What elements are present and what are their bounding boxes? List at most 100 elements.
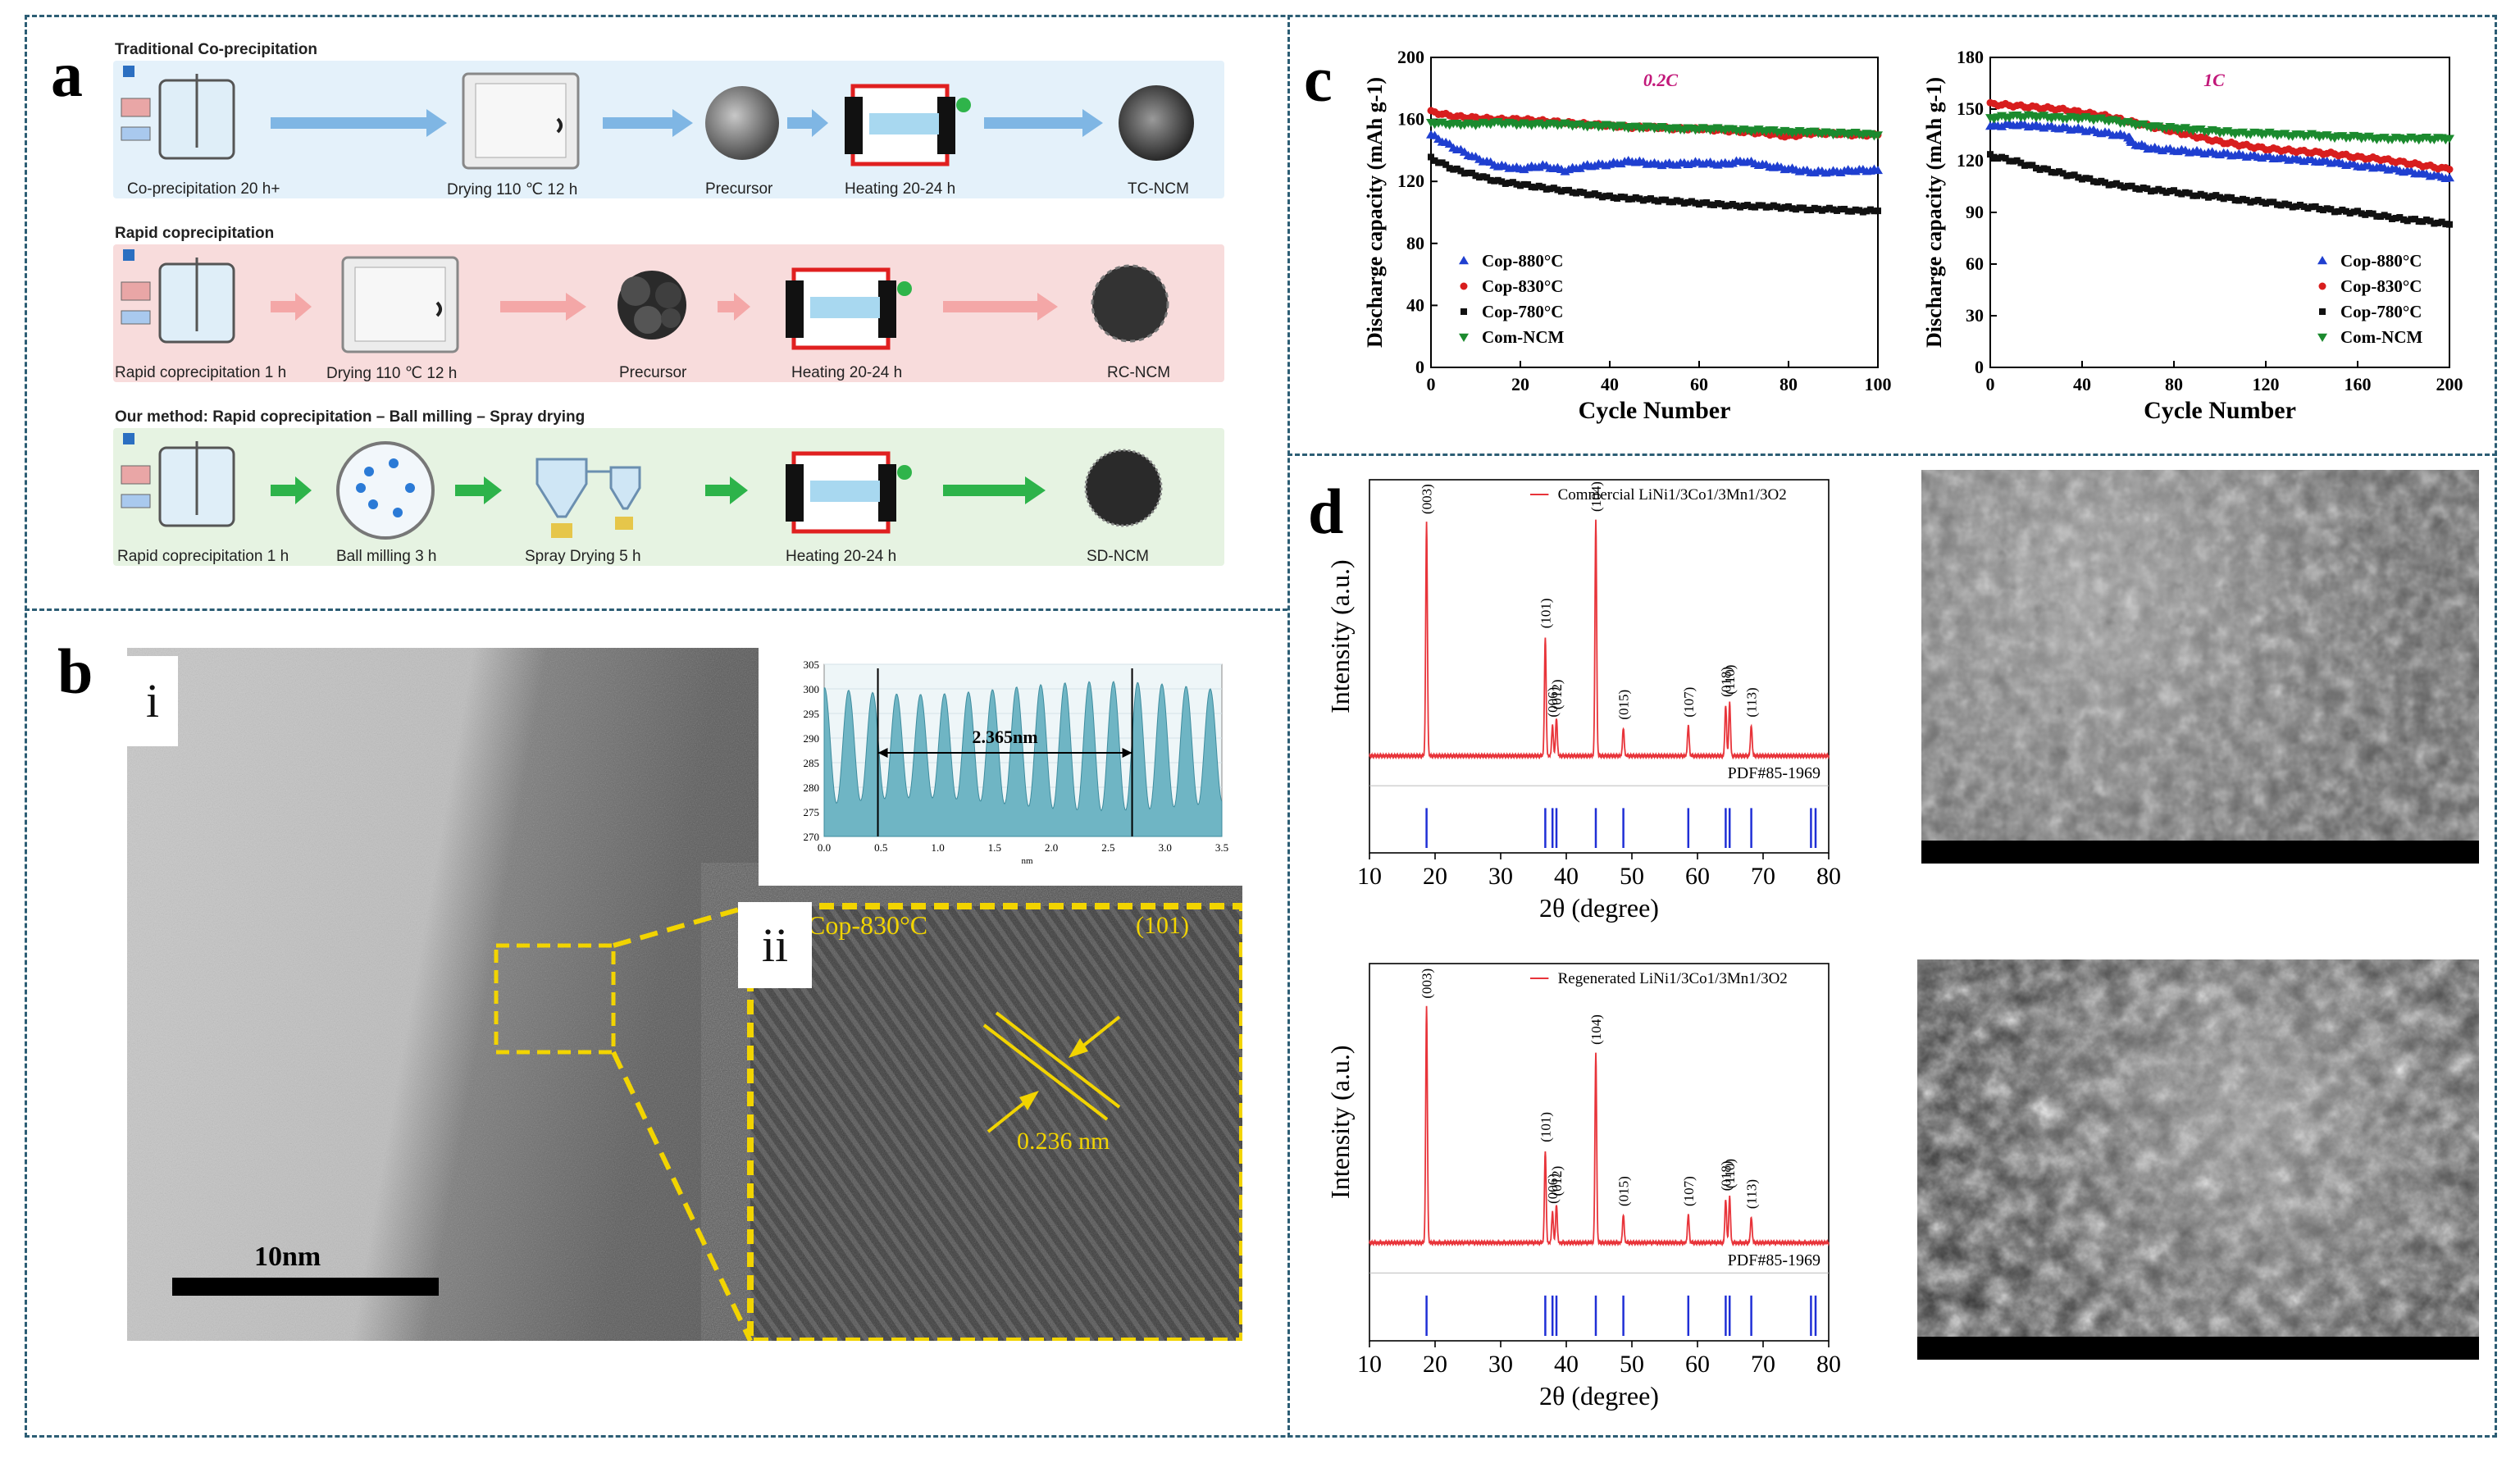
row-title-our-method: Our method: Rapid coprecipitation – Ball… (115, 408, 586, 426)
y-tick-label: 60 (1966, 253, 1984, 274)
data-point (2408, 216, 2415, 223)
data-point (1442, 161, 1450, 168)
data-point (1777, 205, 1784, 212)
data-point (1498, 178, 1506, 185)
data-point (1569, 189, 1576, 196)
data-point (2231, 197, 2239, 204)
data-point (1614, 194, 1621, 202)
legend-entry: Cop-880°C (2340, 251, 2422, 271)
data-point (1573, 189, 1580, 197)
x-tick-label: 30 (1488, 1351, 1513, 1378)
data-point (1465, 169, 1472, 176)
y-tick-label: 0 (1415, 357, 1424, 377)
data-point (1740, 203, 1748, 210)
data-point (2423, 216, 2430, 224)
spray-dryer-icon (535, 458, 641, 538)
x-tick-label: 30 (1488, 863, 1513, 890)
data-point (2205, 194, 2212, 201)
data-point (1673, 197, 1680, 204)
data-point (1997, 121, 2007, 130)
data-point (1532, 184, 1539, 191)
data-point (2220, 195, 2227, 203)
furnace-icon-row1 (845, 84, 971, 166)
data-point (2339, 206, 2346, 213)
data-point (2400, 216, 2407, 223)
data-point (2343, 207, 2349, 215)
furnace-icon-row3 (786, 451, 912, 534)
data-point (2392, 215, 2399, 222)
peak-label: (003) (1419, 484, 1435, 514)
x-axis-label: 2θ (degree) (1539, 1381, 1659, 1411)
x-tick-label: 0 (1427, 374, 1436, 394)
data-point (1998, 153, 2005, 161)
data-point (2224, 194, 2231, 201)
data-point (1643, 196, 1651, 203)
arrows-row1 (271, 109, 1103, 137)
data-point (2331, 208, 2338, 216)
y-axis-label: Discharge capacity (mAh g-1) (1363, 77, 1387, 348)
data-point (1560, 166, 1570, 175)
panel-label-b: b (57, 636, 93, 707)
data-point (2280, 130, 2290, 139)
profile-x-tick: 0.5 (874, 841, 887, 854)
data-point (1759, 202, 1766, 209)
profile-x-tick: 0.0 (818, 841, 831, 854)
data-point (2109, 180, 2117, 188)
data-point (1766, 203, 1774, 211)
data-point (1692, 199, 1699, 207)
data-point (1576, 188, 1584, 195)
data-point (2117, 182, 2124, 189)
legend-marker (1461, 308, 1467, 315)
data-point (2320, 207, 2326, 214)
data-point (2412, 216, 2418, 223)
label-i: i (127, 656, 178, 746)
peak-label: (006) (1545, 1174, 1561, 1204)
data-point (1725, 202, 1733, 209)
precursor-sphere-row1 (705, 86, 779, 160)
data-point (2029, 162, 2036, 169)
data-point (1494, 176, 1502, 184)
data-point (1699, 199, 1707, 207)
x-axis-label: Cycle Number (1579, 397, 1731, 424)
row-traditional (113, 61, 1224, 198)
data-point (1990, 153, 1998, 161)
data-point (2194, 192, 2200, 199)
data-point (1520, 180, 1528, 188)
caption-row1-step1: Co-precipitation 20 h+ (127, 180, 280, 198)
data-point (1703, 199, 1711, 207)
data-point (1671, 160, 1682, 169)
data-point (2316, 205, 2323, 212)
data-point (2059, 170, 2067, 177)
data-point (2010, 157, 2016, 165)
legend-entry: Com-NCM (2340, 327, 2422, 347)
plot-frame (1369, 479, 1830, 854)
data-point (1651, 197, 1658, 204)
reactor-icon-row3 (121, 433, 235, 527)
x-tick-label: 70 (1751, 863, 1775, 890)
data-point (1438, 159, 1446, 166)
arrow-head-lower (1019, 1091, 1039, 1110)
data-point (1848, 207, 1856, 215)
oven-icon-row1 (462, 72, 580, 170)
data-point (2121, 184, 2128, 191)
x-tick-label: 80 (2165, 374, 2183, 394)
data-point (2171, 187, 2177, 194)
x-tick-label: 60 (1690, 374, 1708, 394)
data-point (1873, 131, 1883, 140)
xrd-pattern (1369, 519, 1830, 760)
figure-outer-frame (25, 15, 2497, 1438)
data-point (2389, 215, 2395, 222)
data-point (2322, 131, 2332, 140)
x-tick-label: 20 (1423, 863, 1447, 890)
data-point (2445, 134, 2454, 144)
y-tick-label: 120 (1957, 150, 1984, 171)
arrow-head-upper (1069, 1038, 1088, 1058)
data-point (2211, 127, 2222, 136)
data-point (2289, 203, 2296, 211)
data-point (2297, 201, 2304, 208)
reactor-icon-row2 (121, 249, 235, 344)
data-point (2362, 211, 2369, 218)
data-point (2263, 200, 2269, 207)
